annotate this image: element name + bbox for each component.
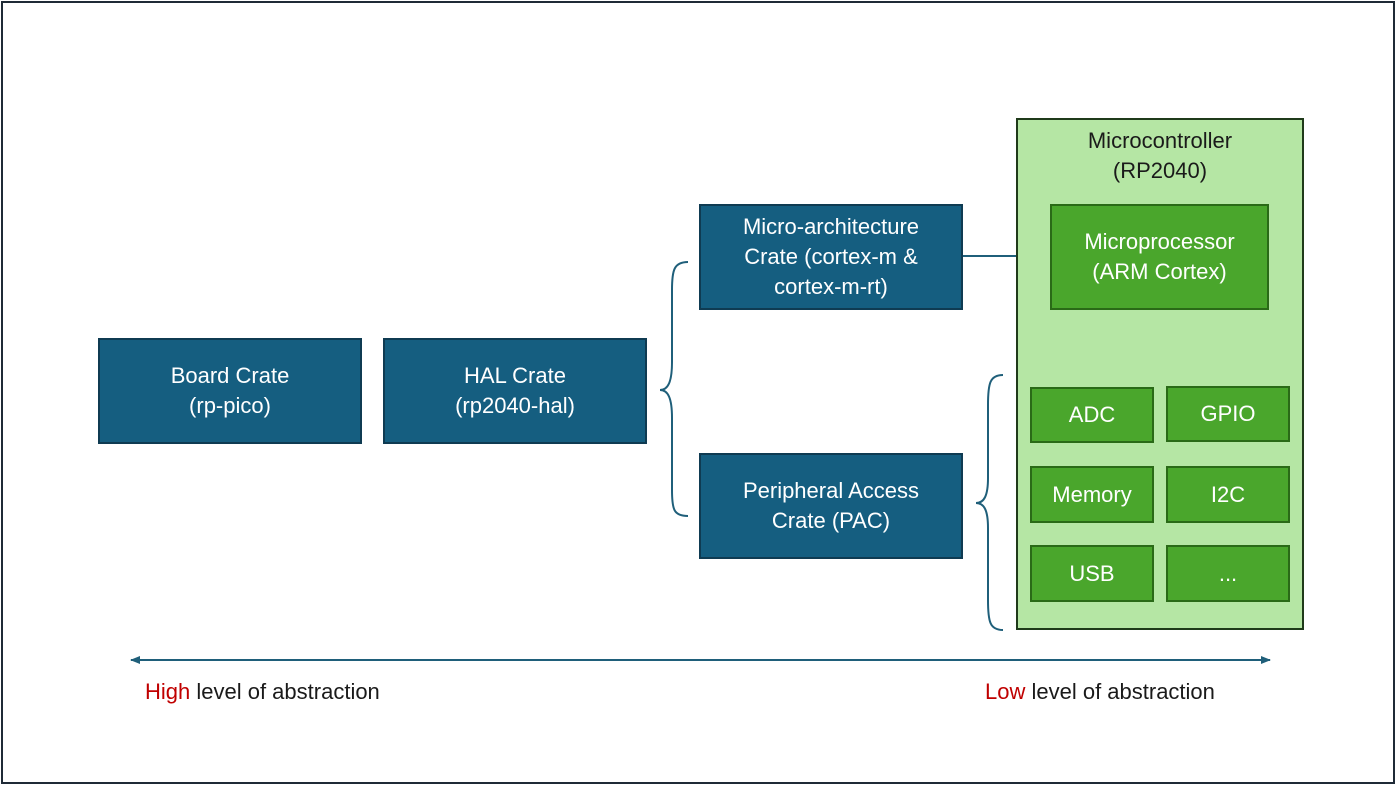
board-crate-name: Board Crate (170, 363, 290, 388)
pac-crate-line-1: Peripheral Access (742, 478, 920, 503)
high-word: High (145, 679, 191, 704)
low-abstraction-label: Low level of abstraction (985, 679, 1215, 705)
peripheral-i2c-label: I2C (1210, 481, 1246, 507)
hal-crate-name: HAL Crate (464, 363, 566, 388)
peripheral-usb-label: USB (1069, 560, 1115, 586)
hal-crate-box: HAL Crate (rp2040-hal) (383, 338, 647, 444)
microprocessor-core: (ARM Cortex) (1092, 259, 1227, 284)
microcontroller-title: Microcontroller (1087, 128, 1233, 153)
micro-architecture-crate-box: Micro-architecture Crate (cortex-m & cor… (699, 204, 963, 310)
hal-crate-package: (rp2040-hal) (455, 393, 575, 418)
microprocessor-name: Microprocessor (1084, 229, 1235, 254)
peripheral-adc: ADC (1030, 387, 1154, 443)
high-abstraction-label: High level of abstraction (145, 679, 380, 705)
pac-brace (975, 374, 1004, 631)
low-rest: level of abstraction (1025, 679, 1215, 704)
peripheral-adc-label: ADC (1068, 402, 1116, 427)
micro-architecture-line-3: cortex-m-rt) (774, 274, 888, 299)
peripheral-memory: Memory (1030, 466, 1154, 523)
peripheral-more: ... (1166, 545, 1290, 602)
micro-architecture-line-1: Micro-architecture (742, 214, 920, 239)
peripheral-gpio: GPIO (1166, 386, 1290, 442)
pac-crate-box: Peripheral Access Crate (PAC) (699, 453, 963, 559)
board-crate-box: Board Crate (rp-pico) (98, 338, 362, 444)
pac-crate-line-2: Crate (PAC) (771, 508, 891, 533)
peripheral-memory-label: Memory (1052, 481, 1132, 507)
peripheral-more-label: ... (1218, 560, 1238, 586)
low-word: Low (985, 679, 1026, 704)
micro-architecture-line-2: Crate (cortex-m & (744, 244, 918, 269)
peripheral-gpio-label: GPIO (1200, 401, 1256, 426)
hal-brace (659, 261, 689, 517)
microcontroller-box: Microcontroller (RP2040) (1016, 118, 1304, 630)
peripheral-usb: USB (1030, 545, 1154, 602)
high-rest: level of abstraction (190, 679, 380, 704)
microprocessor-box: Microprocessor (ARM Cortex) (1050, 204, 1269, 310)
microcontroller-model: (RP2040) (1112, 158, 1208, 183)
board-crate-package: (rp-pico) (189, 393, 271, 418)
peripheral-i2c: I2C (1166, 466, 1290, 523)
